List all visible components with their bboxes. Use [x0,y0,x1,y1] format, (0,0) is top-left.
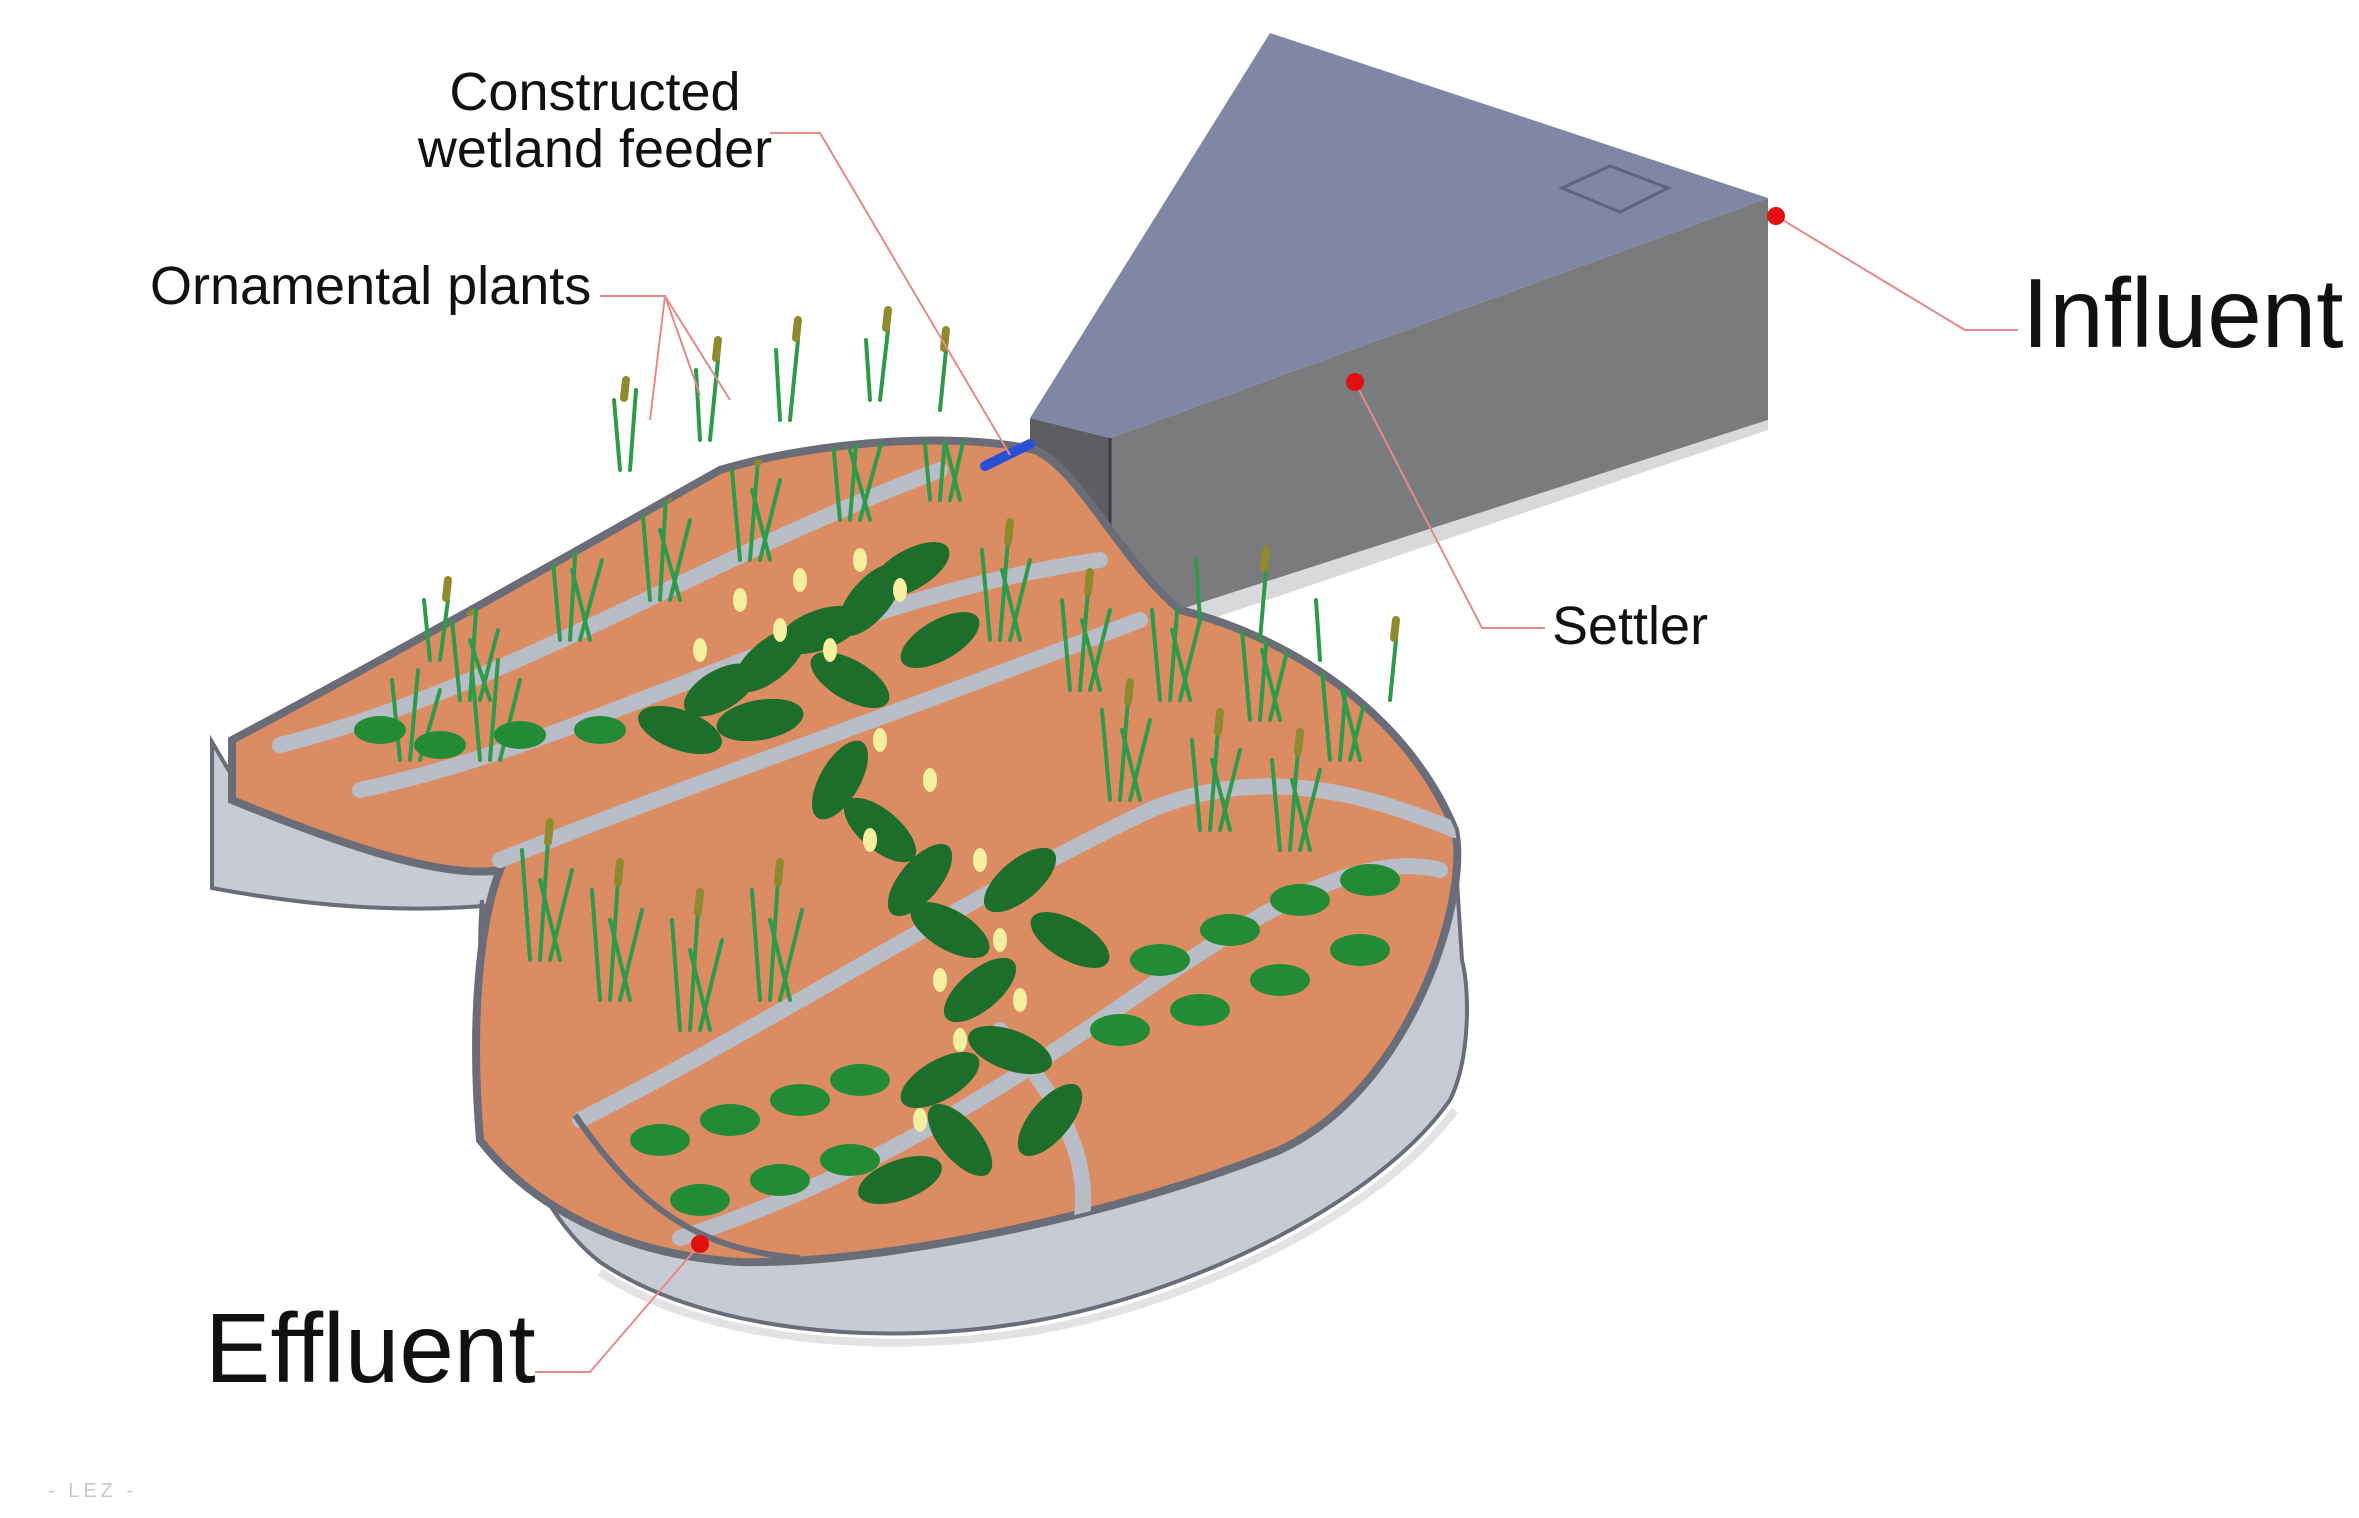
reeds-above-edge [422,328,1398,702]
label-constructed-wetland-feeder: Constructed wetland feeder [405,64,785,177]
marker-dots [691,207,1785,1253]
flowers [693,548,1027,1132]
settler-shadow [1110,420,1768,650]
reed-heads-above [442,306,1400,642]
label-effluent: Effluent [205,1293,536,1403]
settler-leader [1354,381,1545,629]
label-settler: Settler [1552,596,1709,656]
ornamental-leader-3 [664,295,731,401]
influent-marker [1767,207,1785,225]
leader-lines [535,132,2018,1373]
settler-marker [1346,373,1364,391]
groundcover-plants [354,716,1400,1216]
feeder-leader [770,132,1011,456]
ornamental-leader-2 [664,295,701,396]
bed-shadow [597,1107,1459,1347]
feeder-pipe [980,439,1035,471]
label-influent: Influent [2022,258,2344,368]
lower-divider [572,1113,801,1261]
effluent-marker [691,1235,709,1253]
settler-tank [1030,33,1768,650]
influent-leader [1775,215,2018,331]
label-ornamental-plants: Ornamental plants [150,256,592,316]
ornamental-leader-1 [600,295,667,421]
settler-hatch [1558,164,1672,214]
settler-side-face [1110,198,1768,632]
label-feeder-line2: wetland feeder [417,118,773,179]
broadleaf-plants [638,542,1110,1205]
label-feeder-line1: Constructed [449,62,741,122]
effluent-leader [535,1243,701,1373]
watermark: - LEZ - [48,1480,138,1502]
settler-top-face [1030,33,1768,438]
